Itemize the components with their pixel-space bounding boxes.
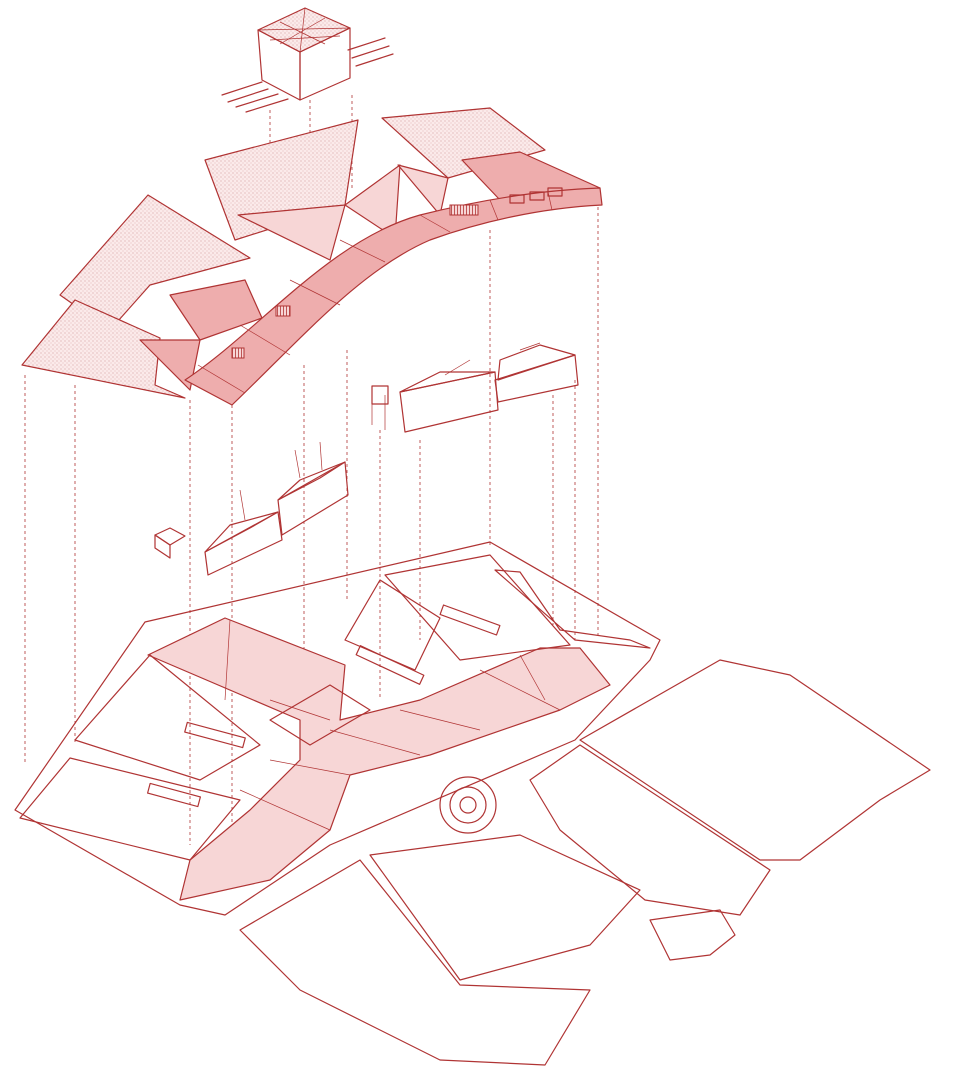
rail-right xyxy=(347,37,394,67)
upper-building-volumes xyxy=(371,342,579,433)
lower-building-volumes xyxy=(154,441,349,576)
ground-site-plan xyxy=(14,541,931,1066)
roof-pavilion xyxy=(221,7,394,113)
rail-left xyxy=(221,81,289,113)
canopy-roof xyxy=(21,107,603,406)
